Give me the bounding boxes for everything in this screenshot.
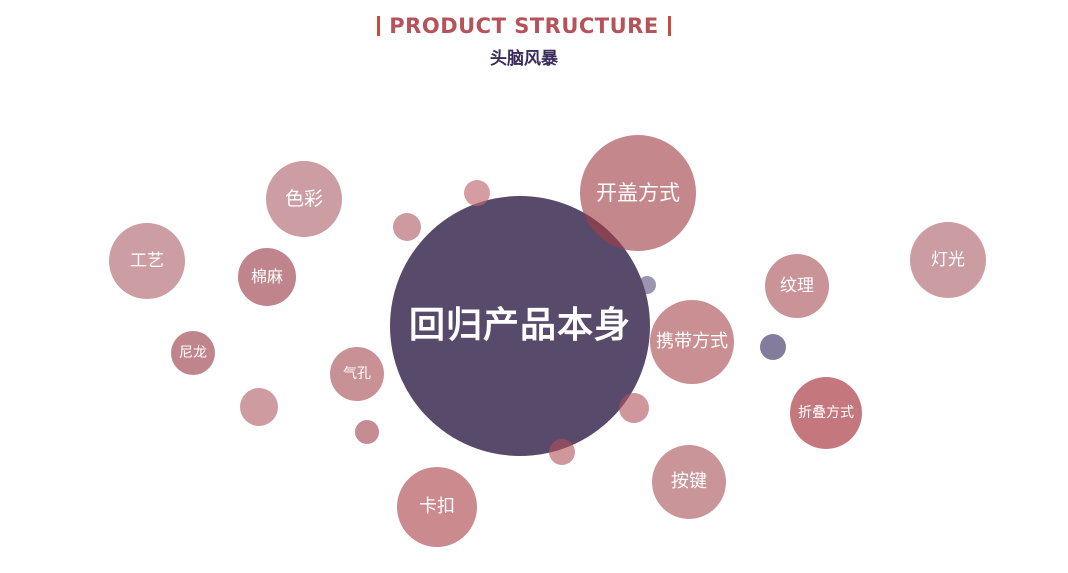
bubble-folding-method: 折叠方式 (790, 377, 862, 449)
bubble-opening-method: 开盖方式 (580, 135, 696, 251)
slide-header: PRODUCT STRUCTURE 头脑风暴 (0, 14, 1048, 69)
title-left-bar (377, 16, 381, 36)
bubble-craft: 工艺 (109, 223, 185, 299)
bubble-deco-lavender-dark (760, 334, 786, 360)
bubble-deco-bottom-right (619, 393, 649, 423)
bubble-carry-method: 携带方式 (650, 300, 734, 384)
bubble-deco-small-left (355, 420, 379, 444)
bubble-deco-upper-left (393, 213, 421, 241)
bubble-nylon: 尼龙 (171, 331, 215, 375)
bubble-deco-bottom-center (549, 439, 575, 465)
page-title: PRODUCT STRUCTURE (389, 14, 659, 38)
title-right-bar (667, 16, 671, 36)
title-row: PRODUCT STRUCTURE (0, 14, 1048, 38)
page-subtitle: 头脑风暴 (490, 49, 558, 69)
bubble-cotton-linen: 棉麻 (238, 248, 296, 306)
bubble-lighting: 灯光 (910, 222, 986, 298)
bubble-buttons: 按键 (652, 445, 726, 519)
bubble-deco-left (240, 388, 278, 426)
bubble-color: 色彩 (266, 161, 342, 237)
bubble-buckle: 卡扣 (397, 467, 477, 547)
bubble-air-holes: 气孔 (330, 347, 384, 401)
bubble-texture: 纹理 (765, 254, 829, 318)
bubble-deco-top-center (464, 180, 490, 206)
